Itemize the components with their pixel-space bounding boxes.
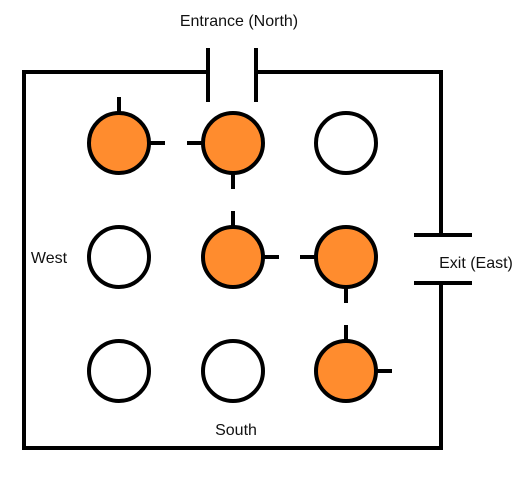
visited-node: [314, 339, 378, 403]
unvisited-node: [314, 111, 378, 175]
node-grid: [87, 97, 392, 403]
room-walls: [22, 48, 472, 450]
visited-node: [201, 225, 265, 289]
visited-node: [87, 111, 151, 175]
west-label: West: [31, 250, 68, 267]
unvisited-node: [87, 225, 151, 289]
north-label: Entrance (North): [180, 13, 298, 30]
visited-node: [314, 225, 378, 289]
unvisited-node: [87, 339, 151, 403]
south-label: South: [215, 422, 257, 439]
east-label: Exit (East): [439, 255, 513, 272]
visited-node: [201, 111, 265, 175]
unvisited-node: [201, 339, 265, 403]
